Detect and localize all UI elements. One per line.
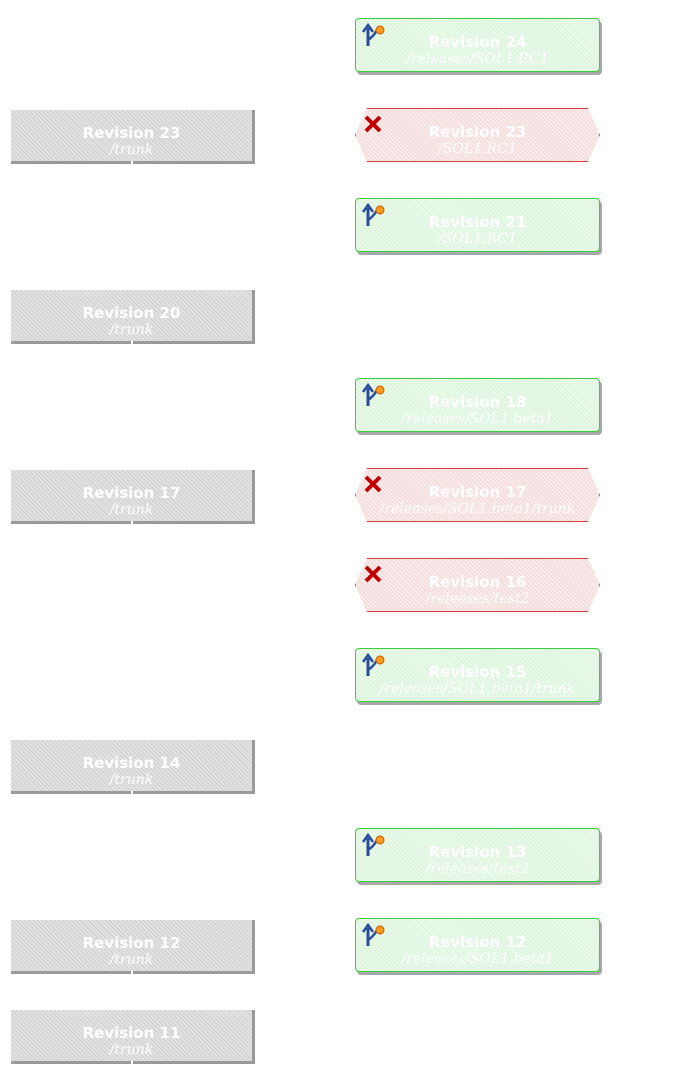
revision-node-deleted[interactable]: Revision 16 /releases/test2 (355, 558, 600, 612)
revision-path: /releases/test2 (425, 861, 530, 877)
revision-title: Revision 13 (428, 843, 527, 861)
revision-node-trunk[interactable]: Revision 23 /trunk (11, 110, 255, 164)
revision-path: /trunk (109, 772, 154, 788)
revision-title: Revision 11 (82, 1024, 181, 1042)
revision-path: /trunk (109, 322, 154, 338)
revision-node-trunk[interactable]: Revision 20 /trunk (11, 290, 255, 344)
revision-path: /releases/SOL1.beta1/trunk (379, 501, 576, 517)
revision-node-trunk[interactable]: Revision 14 /trunk (11, 740, 255, 794)
delete-x-icon (361, 472, 387, 498)
branch-add-icon (361, 652, 385, 676)
revision-title: Revision 17 (428, 483, 527, 501)
revision-node-trunk[interactable]: Revision 17 /trunk (11, 470, 255, 524)
revision-path: /trunk (109, 502, 154, 518)
revision-node-trunk[interactable]: Revision 11 /trunk (11, 1010, 255, 1064)
revision-title: Revision 21 (428, 213, 527, 231)
branch-add-icon (361, 202, 385, 226)
revision-node-trunk[interactable]: Revision 12 /trunk (11, 920, 255, 974)
revision-title: Revision 16 (428, 573, 527, 591)
branch-add-icon (361, 832, 385, 856)
revision-path: /trunk (109, 952, 154, 968)
revision-node-deleted[interactable]: Revision 23 /SOL1.RC1 (355, 108, 600, 162)
revision-path: /releases/SOL1.beta1 (401, 411, 554, 427)
revision-node-added[interactable]: Revision 21 /SOL1.RC1 (355, 198, 600, 252)
revision-title: Revision 23 (428, 123, 527, 141)
revision-title: Revision 18 (428, 393, 527, 411)
branch-add-icon (361, 22, 385, 46)
revision-title: Revision 12 (428, 933, 527, 951)
revision-title: Revision 15 (428, 663, 527, 681)
revision-node-added[interactable]: Revision 15 /releases/SOL1.beta1/trunk (355, 648, 600, 702)
revision-title: Revision 23 (82, 124, 181, 142)
revision-title: Revision 12 (82, 934, 181, 952)
revision-title: Revision 17 (82, 484, 181, 502)
revision-path: /releases/SOL1.beta1/trunk (379, 681, 576, 697)
revision-path: /trunk (109, 1042, 154, 1058)
revision-path: /SOL1.RC1 (438, 231, 517, 247)
revision-node-added[interactable]: Revision 13 /releases/test2 (355, 828, 600, 882)
branch-add-icon (361, 922, 385, 946)
revision-node-added[interactable]: Revision 18 /releases/SOL1.beta1 (355, 378, 600, 432)
revision-path: /releases/SOL1.RC1 (406, 51, 549, 67)
revision-title: Revision 14 (82, 754, 181, 772)
revision-title: Revision 20 (82, 304, 181, 322)
revision-node-added[interactable]: Revision 12 /releases/SOL1.beta1 (355, 918, 600, 972)
revision-path: /releases/test2 (425, 591, 530, 607)
branch-add-icon (361, 382, 385, 406)
revision-title: Revision 24 (428, 33, 527, 51)
revision-path: /SOL1.RC1 (438, 141, 517, 157)
revision-node-deleted[interactable]: Revision 17 /releases/SOL1.beta1/trunk (355, 468, 600, 522)
delete-x-icon (361, 112, 387, 138)
delete-x-icon (361, 562, 387, 588)
revision-path: /trunk (109, 142, 154, 158)
revision-node-added[interactable]: Revision 24 /releases/SOL1.RC1 (355, 18, 600, 72)
revision-path: /releases/SOL1.beta1 (401, 951, 554, 967)
